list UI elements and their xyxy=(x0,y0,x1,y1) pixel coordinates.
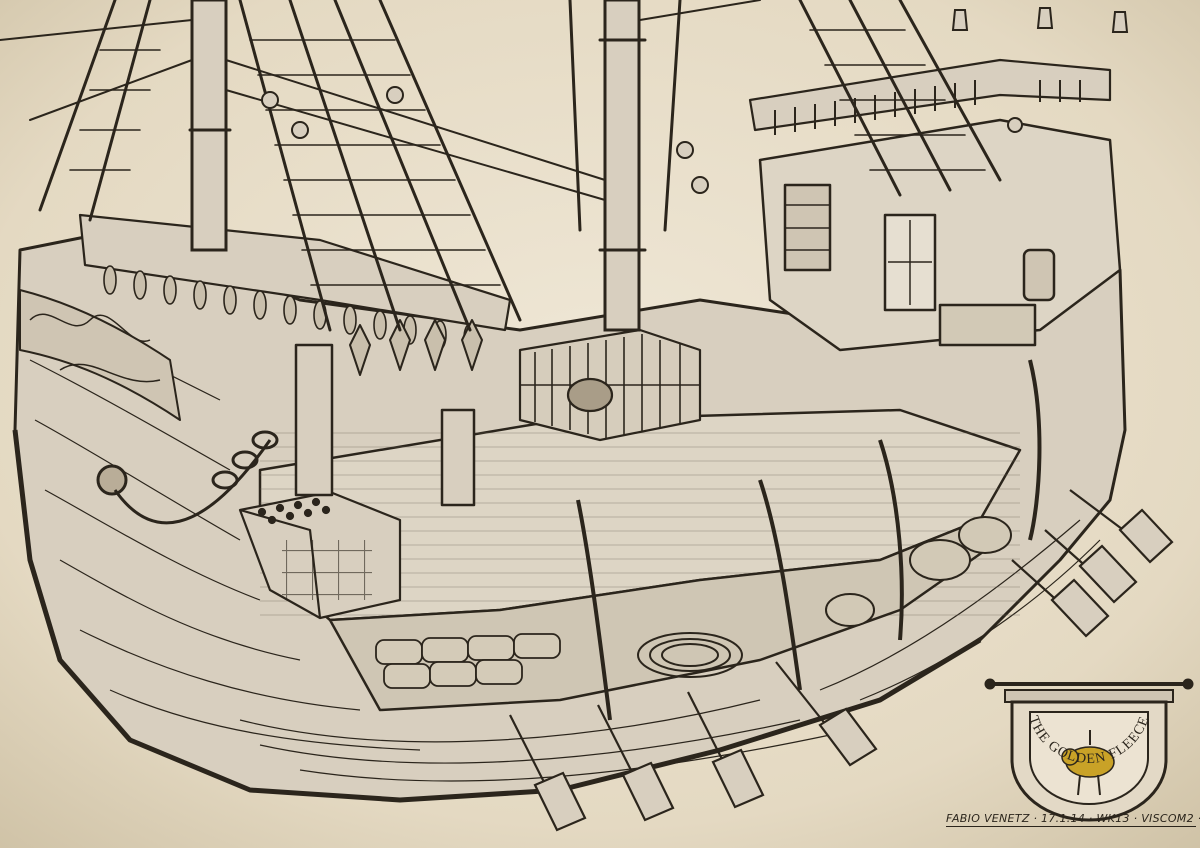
oar xyxy=(687,691,765,809)
anchor-chain xyxy=(113,430,279,525)
oar xyxy=(1069,489,1174,564)
oars xyxy=(509,489,1174,832)
stern-lanterns xyxy=(951,7,1129,33)
oar xyxy=(775,661,878,767)
stern-railing xyxy=(748,58,1112,135)
cargo-sacks xyxy=(375,633,561,689)
artist-credit: FABIO VENETZ · 17.1.14 · WK13 · VISCOM2 … xyxy=(946,812,1200,827)
cabin-desk xyxy=(938,303,1037,347)
fore-mast xyxy=(190,0,228,252)
deck-bitts xyxy=(294,343,476,507)
oar xyxy=(1011,559,1110,638)
oar xyxy=(509,714,587,832)
rigging xyxy=(0,0,1129,332)
animal-cage xyxy=(518,328,702,442)
hull-ribs xyxy=(576,359,1042,721)
fleece-emblem xyxy=(1061,730,1115,796)
cabin-lantern xyxy=(1022,248,1056,302)
golden-fleece-sign: THE GOLDEN FLEECE xyxy=(984,678,1194,822)
main-mast xyxy=(603,0,641,332)
oar xyxy=(597,704,675,822)
coiled-rope xyxy=(637,632,743,678)
barrels xyxy=(825,516,1012,627)
bow-scroll-band xyxy=(19,289,181,421)
caged-animal xyxy=(566,377,614,413)
dead-eyes xyxy=(349,319,483,376)
oar xyxy=(1044,529,1138,604)
hawse-hole xyxy=(96,464,128,496)
shot-crate xyxy=(238,490,402,620)
